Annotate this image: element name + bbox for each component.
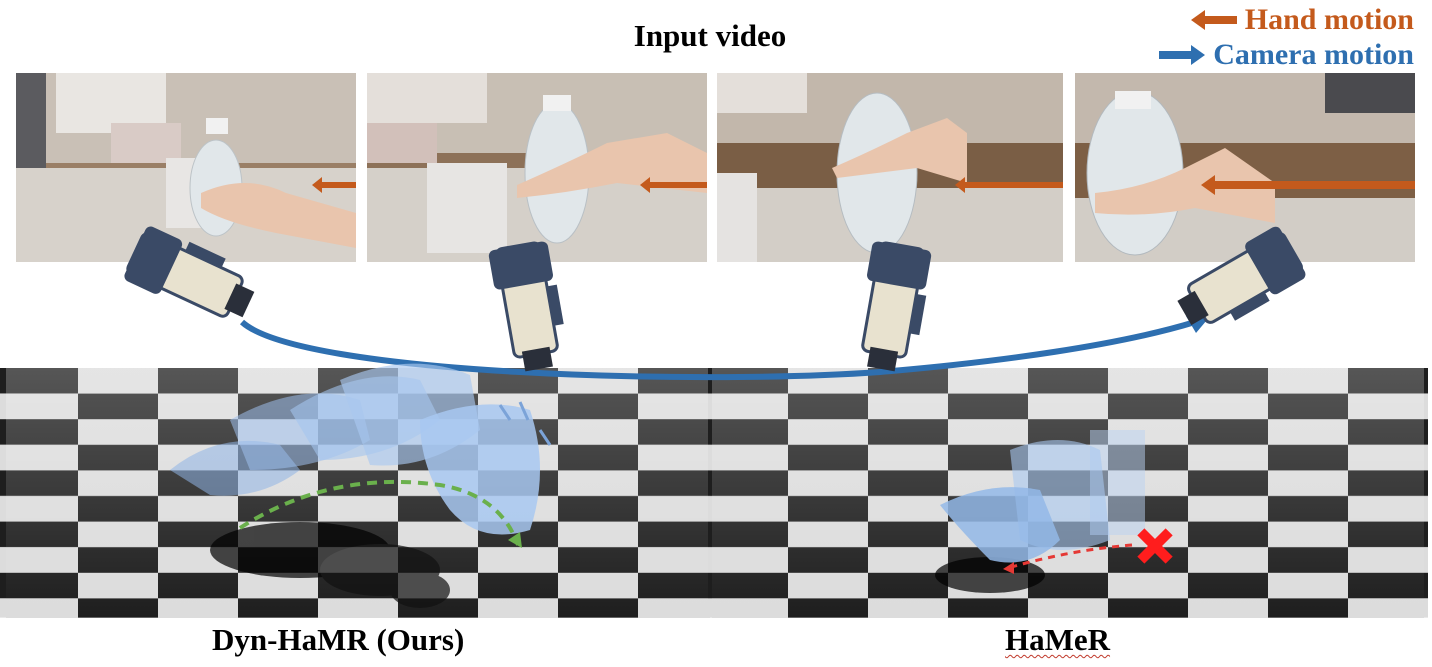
right-arrow-icon (1159, 44, 1206, 65)
caption-ours: Dyn-HaMR (Ours) (212, 622, 464, 658)
hand-meshes-ours (170, 363, 552, 535)
hand-motion-arrow-2 (640, 177, 707, 193)
camera-trajectory (239, 319, 1196, 381)
hand-meshes-baseline (940, 430, 1145, 563)
green-dashed-trajectory (238, 479, 520, 546)
caption-baseline: HaMeR (1005, 622, 1110, 658)
video-frame-2 (367, 73, 707, 262)
legend-camera-motion: Camera motion (1159, 37, 1414, 72)
red-x-icon (1137, 528, 1173, 564)
video-camera-icon-1 (124, 226, 255, 318)
input-video-title: Input video (633, 18, 787, 53)
video-frame-1 (16, 73, 356, 262)
caption-ours-text: Dyn-HaMR (Ours) (212, 622, 465, 657)
hand-motion-arrow-4 (1201, 175, 1415, 195)
legend-camera-label: Camera motion (1213, 38, 1414, 71)
legend-hand-motion: Hand motion (1159, 2, 1414, 37)
video-camera-icon-2 (488, 241, 564, 372)
hand-shadows-left (210, 522, 450, 608)
video-camera-icon-4 (1177, 226, 1306, 326)
video-frame-4 (1075, 73, 1415, 262)
hand-motion-arrow-1 (312, 177, 356, 193)
video-camera-icon-3 (861, 241, 932, 372)
video-frame-3 (717, 73, 1063, 262)
hand-shadows-right (935, 557, 1045, 593)
left-arrow-icon (1190, 9, 1237, 30)
caption-baseline-text: HaMeR (1005, 622, 1111, 657)
legend-hand-label: Hand motion (1244, 3, 1414, 36)
red-dashed-trajectory (1007, 543, 1133, 570)
hand-motion-arrow-3 (955, 177, 1063, 193)
legend: Hand motion Camera motion (1159, 2, 1414, 72)
